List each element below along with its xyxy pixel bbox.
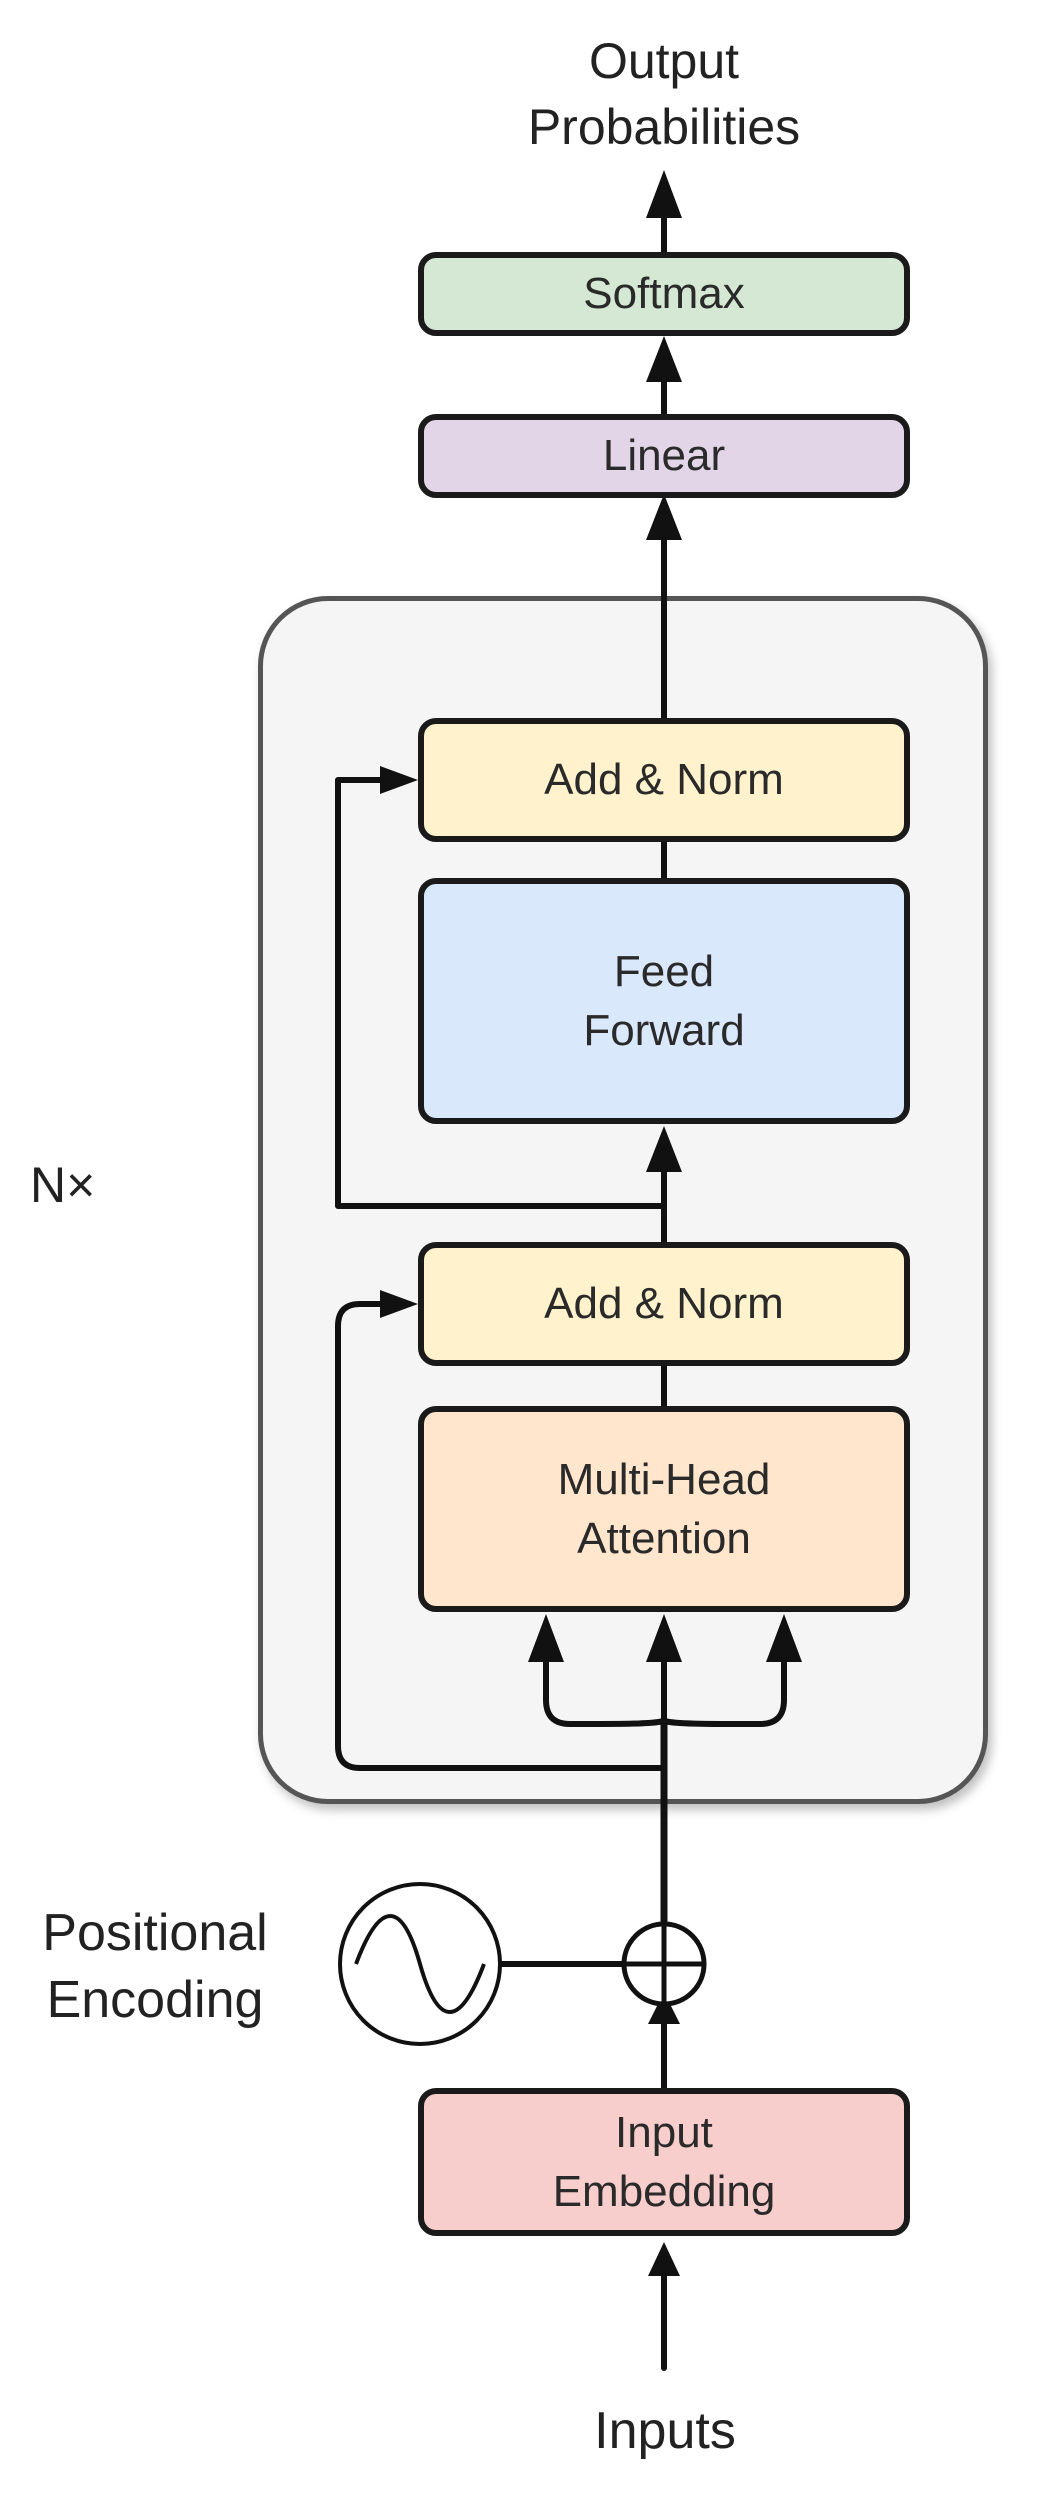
residual-path-upper xyxy=(335,777,667,1209)
arrowhead-residual-lower xyxy=(380,1290,418,1318)
output-label: Output Probabilities xyxy=(527,33,801,155)
multi-head-attention-block: Multi-Head Attention xyxy=(418,1406,910,1612)
arrowhead-residual-upper xyxy=(380,766,418,794)
arrowhead-adder xyxy=(648,1992,680,2024)
sine-wave-icon xyxy=(338,1882,502,2046)
attention-input-right xyxy=(661,1657,787,1727)
add-norm-bottom-block: Add & Norm xyxy=(418,1242,910,1366)
arrowhead-output xyxy=(646,170,682,218)
add-norm-top-block: Add & Norm xyxy=(418,718,910,842)
linear-block: Linear xyxy=(418,414,910,498)
attention-input-left xyxy=(543,1657,667,1727)
add-operator-icon xyxy=(621,1921,707,2007)
repeat-count-label: N× xyxy=(30,1157,96,1213)
input-embedding-block: Input Embedding xyxy=(418,2088,910,2236)
inputs-label: Inputs xyxy=(594,2402,736,2460)
arrowhead-linear xyxy=(646,494,682,540)
arrowhead-feedforward xyxy=(646,1126,682,1172)
arrowhead-softmax xyxy=(646,336,682,382)
residual-path-lower xyxy=(335,1301,667,1771)
softmax-block: Softmax xyxy=(418,252,910,336)
arrowhead-attn-center xyxy=(646,1614,682,1662)
arrowhead-attn-right xyxy=(766,1614,802,1662)
arrowhead-embedding xyxy=(648,2242,680,2276)
arrowhead-attn-left xyxy=(528,1614,564,1662)
positional-encoding-label: Positional Encoding xyxy=(42,1904,268,2029)
feed-forward-block: Feed Forward xyxy=(418,878,910,1124)
